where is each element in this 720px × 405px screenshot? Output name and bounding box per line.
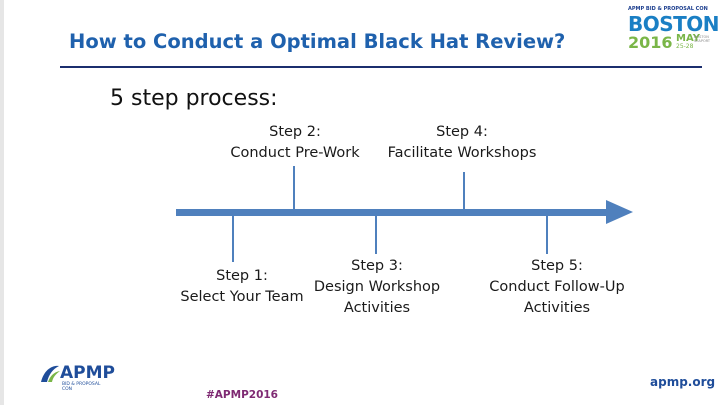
timeline-tick-step-4 [463, 172, 465, 209]
timeline-tick-step-3 [375, 216, 377, 254]
step-2-label: Step 2: [269, 124, 321, 140]
step-4-desc-line-1: Facilitate Workshops [387, 145, 537, 161]
website-link[interactable]: apmp.org [650, 375, 716, 389]
logo-venue: BOSTON SEAPORT [694, 35, 711, 43]
timeline-arrow-shaft [176, 209, 608, 216]
step-5-desc-line-1: Conduct Follow-Up [489, 279, 625, 295]
timeline-tick-step-5 [546, 216, 548, 254]
step-5-label: Step 5: [531, 258, 583, 274]
timeline-tick-step-1 [232, 216, 234, 262]
step-3-desc-line-1: Design Workshop [313, 279, 441, 295]
step-3: Step 3: Design Workshop Activities [305, 256, 449, 319]
timeline-tick-step-2 [293, 166, 295, 209]
apmp-logo-subtext: BID & PROPOSAL CON [62, 382, 101, 392]
logo-year: 2016 [628, 33, 673, 52]
logo-month: MAY [676, 33, 700, 44]
slide-subtitle: 5 step process: [110, 86, 278, 111]
step-4-label: Step 4: [436, 124, 488, 140]
step-2: Step 2: Conduct Pre-Work [215, 122, 375, 164]
logo-tagline: APMP BID & PROPOSAL CON [628, 6, 708, 12]
step-3-desc-line-2: Activities [343, 300, 411, 316]
apmp-logo-text: APMP [60, 363, 115, 383]
left-edge-decoration [0, 0, 4, 405]
logo-city: BOSTON [628, 12, 720, 36]
boston-conference-logo: APMP BID & PROPOSAL CON BOSTON 2016 MAY … [624, 4, 720, 56]
step-2-desc-line-1: Conduct Pre-Work [230, 145, 360, 161]
step-1: Step 1: Select Your Team [172, 266, 312, 308]
title-underline [60, 66, 702, 68]
logo-dates: 25-28 [676, 43, 694, 50]
event-hashtag: #APMP2016 [206, 389, 278, 401]
step-3-label: Step 3: [351, 258, 403, 274]
apmp-swoosh-icon [41, 365, 60, 382]
slide-title: How to Conduct a Optimal Black Hat Revie… [69, 30, 566, 53]
timeline-arrow-head [606, 200, 633, 224]
step-1-desc-line-1: Select Your Team [180, 289, 304, 305]
step-1-label: Step 1: [216, 268, 268, 284]
step-4: Step 4: Facilitate Workshops [380, 122, 544, 164]
step-5-desc-line-2: Activities [523, 300, 591, 316]
step-5: Step 5: Conduct Follow-Up Activities [480, 256, 634, 319]
